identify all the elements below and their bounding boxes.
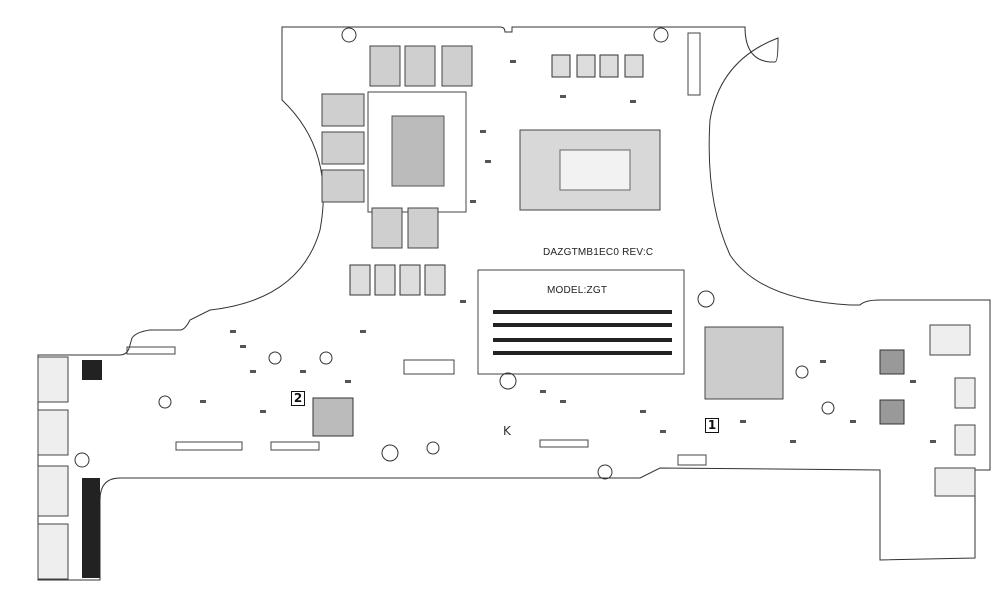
board-id-label: DAZGTMB1EC0 REV:C: [543, 247, 654, 258]
memory-slots: [493, 310, 672, 355]
audio-chip: [879, 349, 905, 375]
board-outline: [37, 26, 991, 581]
connectors: [126, 32, 707, 466]
lan-chip: [879, 399, 905, 425]
usb-chip: [82, 360, 102, 380]
vram-chips: [321, 45, 473, 249]
region-mark-1: 1: [705, 418, 719, 433]
small-components: [200, 60, 936, 443]
gpu-core: [391, 115, 445, 187]
region-mark-2: 2: [291, 391, 305, 406]
memory-slot-frame: [477, 269, 685, 375]
corner-mark: K: [503, 424, 511, 438]
left-ports: [37, 356, 69, 580]
inductors: [349, 54, 644, 296]
mounting-holes: [74, 27, 835, 480]
cpu-die: [559, 149, 631, 191]
right-ports: [929, 324, 976, 497]
model-label: MODEL:ZGT: [547, 285, 608, 296]
pch-chip: [704, 326, 784, 400]
ec-chip: [312, 397, 354, 437]
left-edge-connector: [82, 478, 100, 578]
